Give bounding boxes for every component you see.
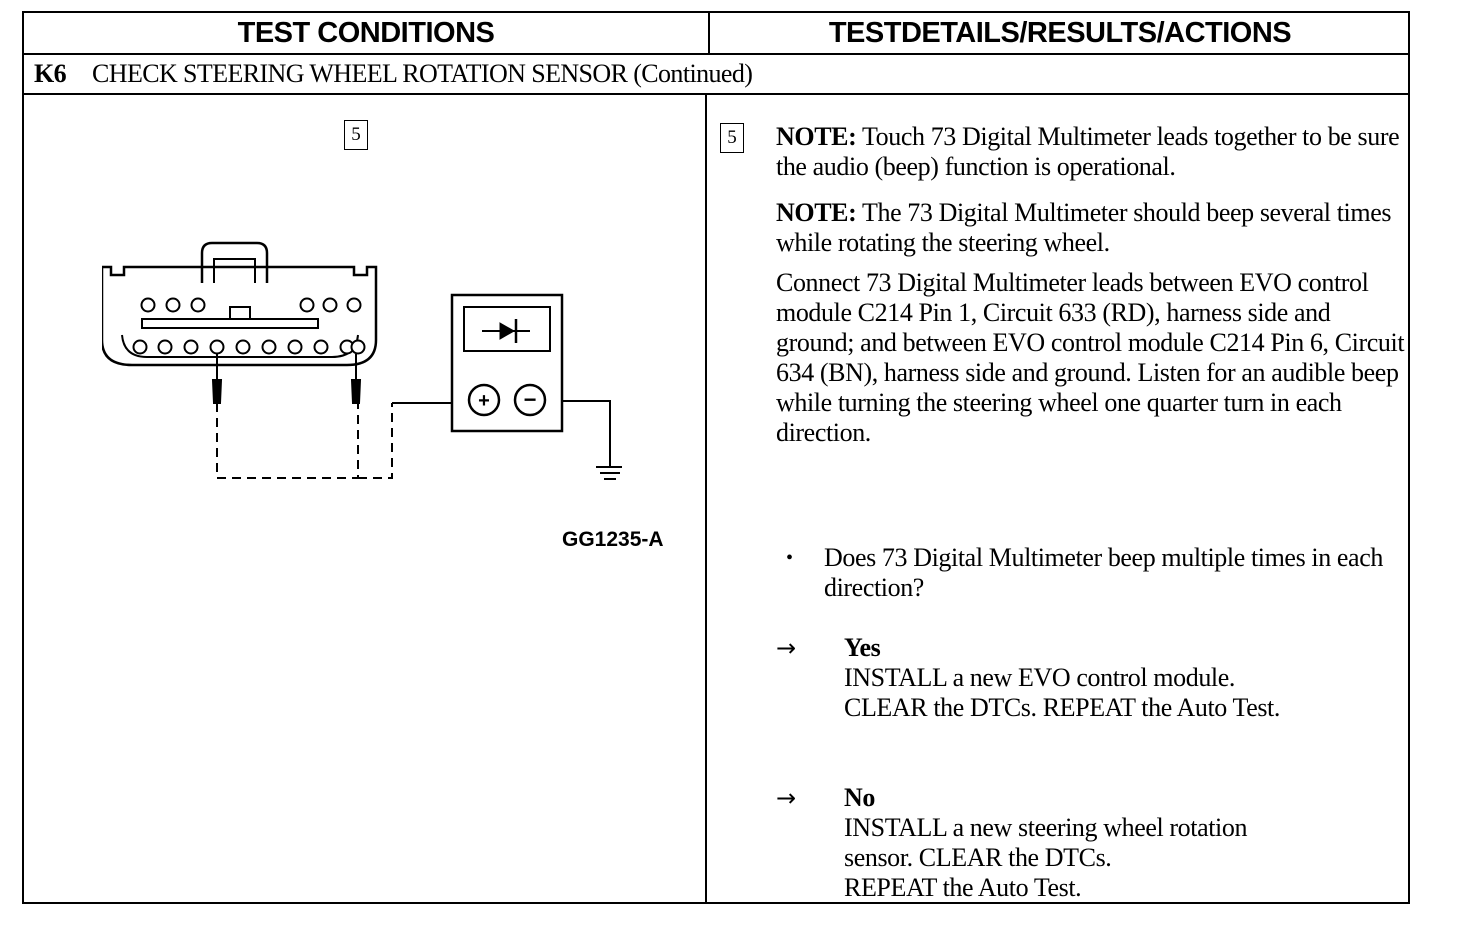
note-2-label: NOTE: — [776, 198, 857, 227]
question-bullet: • — [786, 547, 793, 569]
details-text: NOTE: Touch 73 Digital Multimeter leads … — [776, 122, 1406, 448]
section-title: CHECK STEERING WHEEL ROTATION SENSOR (Co… — [92, 59, 753, 88]
yes-line-2: CLEAR the DTCs. REPEAT the Auto Test. — [844, 693, 1280, 722]
no-line-2: sensor. CLEAR the DTCs. — [844, 843, 1112, 872]
section-row: K6 CHECK STEERING WHEEL ROTATION SENSOR … — [34, 56, 753, 92]
connector-pins — [132, 297, 366, 355]
connector-latch — [200, 241, 269, 283]
answer-no: → No INSTALL a new steering wheel rotati… — [776, 783, 1464, 903]
section-rule — [24, 93, 1408, 95]
section-code: K6 — [34, 59, 67, 88]
meter-minus-terminal: − — [524, 387, 537, 412]
note-1-text: Touch 73 Digital Multimeter leads togeth… — [776, 122, 1400, 181]
instruction: Connect 73 Digital Multimeter leads betw… — [776, 268, 1405, 447]
no-line-3: REPEAT the Auto Test. — [844, 873, 1082, 902]
no-arrow-icon: → — [776, 784, 796, 812]
question: • Does 73 Digital Multimeter beep multip… — [786, 543, 1384, 603]
connector-body — [102, 265, 378, 367]
yes-line-1: INSTALL a new EVO control module. — [844, 663, 1235, 692]
figure-reference: GG1235-A — [562, 528, 664, 551]
note-1: NOTE: Touch 73 Digital Multimeter leads … — [776, 122, 1406, 182]
no-line-1: INSTALL a new steering wheel rotation — [844, 813, 1248, 842]
procedure-table: TEST CONDITIONS TESTDETAILS/RESULTS/ACTI… — [22, 11, 1410, 904]
header-rule — [24, 53, 1408, 55]
yes-label: Yes — [844, 633, 881, 662]
note-1-label: NOTE: — [776, 122, 857, 151]
no-label: No — [844, 783, 875, 812]
header-test-details: TESTDETAILS/RESULTS/ACTIONS — [828, 16, 1292, 49]
step-box-right: 5 — [720, 123, 744, 153]
meter-plus-terminal: + — [478, 390, 490, 412]
digital-multimeter — [450, 293, 564, 433]
ground-symbol — [562, 400, 622, 480]
yes-arrow-icon: → — [776, 634, 796, 662]
header-divider — [708, 13, 710, 53]
note-2-text: The 73 Digital Multimeter should beep se… — [776, 198, 1392, 257]
note-2: NOTE: The 73 Digital Multimeter should b… — [776, 198, 1406, 258]
test-probes — [211, 354, 362, 404]
multimeter-connection-diagram: + − — [102, 241, 622, 480]
column-divider — [705, 95, 707, 904]
step-box-left: 5 — [344, 120, 368, 150]
answer-yes: → Yes INSTALL a new EVO control module. … — [776, 633, 1464, 723]
header-test-conditions: TEST CONDITIONS — [237, 16, 495, 49]
question-text: Does 73 Digital Multimeter beep multiple… — [824, 543, 1383, 602]
meter-leads — [216, 403, 393, 479]
